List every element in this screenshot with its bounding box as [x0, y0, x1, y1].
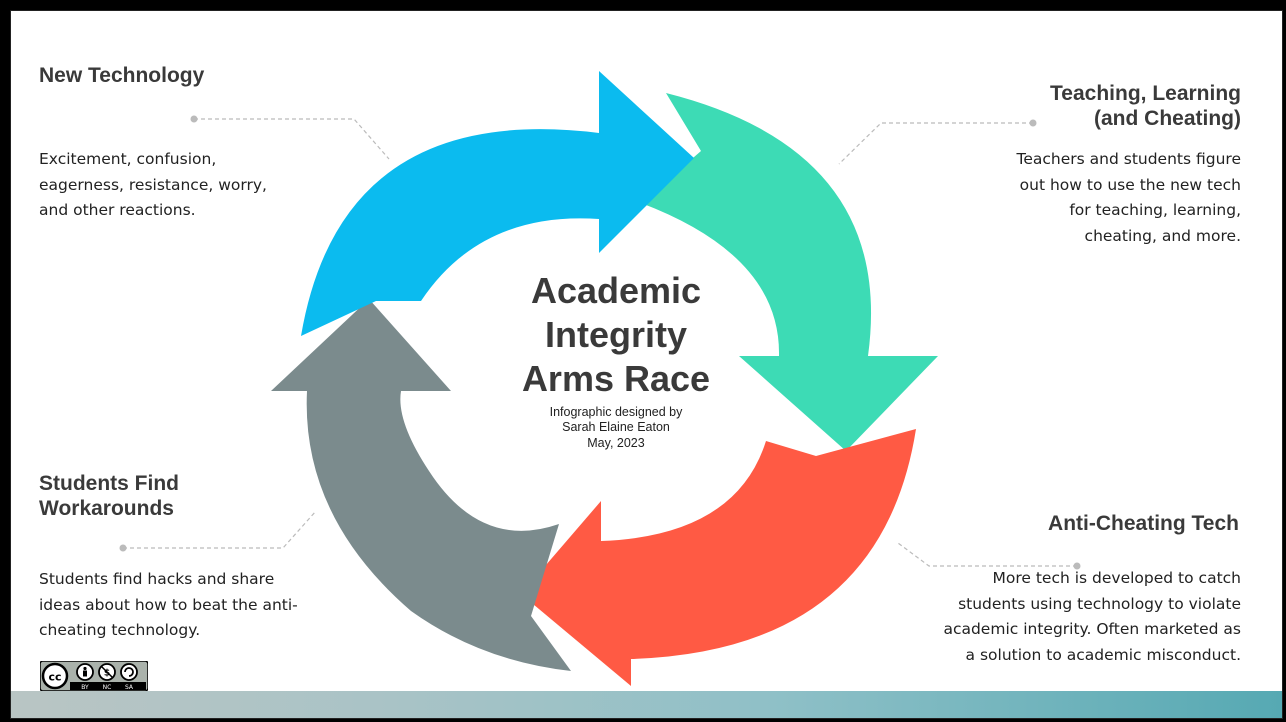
body-line: cheating, and more.: [1084, 226, 1241, 245]
body-line: Excitement, confusion,: [39, 150, 217, 168]
anti-cheating-arrow: [521, 429, 916, 686]
body-line: More tech is developed to catch: [992, 569, 1242, 587]
creative-commons-by-nc-sa-icon: cc $ BY NC SA: [40, 661, 148, 691]
title-line: Students Find: [39, 472, 179, 495]
infographic-slide: New Technology Excitement, confusion, ea…: [10, 10, 1283, 719]
svg-text:$: $: [104, 669, 110, 679]
teaching-learning-arrow: [641, 93, 938, 451]
center-credit: Infographic designed by Sarah Elaine Eat…: [466, 405, 766, 452]
credit-line: May, 2023: [587, 435, 645, 450]
new-technology-arrow: [301, 71, 694, 336]
teaching-learning-description: Teachers and students figure out how to …: [891, 147, 1241, 249]
body-line: students using technology to violate: [958, 594, 1241, 613]
body-line: ideas about how to beat the anti-: [39, 595, 298, 614]
title-line: Workarounds: [39, 497, 174, 521]
students-workarounds-title: Students Find Workarounds: [39, 471, 179, 521]
credit-line: Sarah Elaine Eaton: [562, 420, 670, 435]
center-title-line: Arms Race: [521, 357, 711, 399]
anti-cheating-title: Anti-Cheating Tech: [1048, 512, 1239, 535]
anti-cheating-description: More tech is developed to catch students…: [841, 566, 1241, 668]
svg-text:BY: BY: [81, 684, 89, 691]
students-workarounds-description: Students find hacks and share ideas abou…: [39, 567, 298, 644]
body-line: academic integrity. Often marketed as: [943, 620, 1241, 639]
workarounds-arrow: [271, 299, 571, 671]
footer-band: [11, 691, 1282, 718]
center-title-line: Integrity: [544, 313, 687, 355]
title-line: (and Cheating): [1094, 107, 1241, 131]
svg-text:SA: SA: [125, 684, 134, 691]
body-line: cheating technology.: [39, 621, 201, 640]
body-line: Teachers and students figure: [1016, 150, 1241, 168]
new-technology-description: Excitement, confusion, eagerness, resist…: [39, 147, 267, 224]
credit-line: Infographic designed by: [549, 404, 683, 419]
center-title-line: Academic: [530, 270, 702, 311]
body-line: and other reactions.: [39, 201, 196, 220]
body-line: a solution to academic misconduct.: [965, 645, 1241, 664]
teaching-learning-title: Teaching, Learning (and Cheating): [891, 81, 1241, 131]
body-line: eagerness, resistance, worry,: [39, 175, 267, 194]
center-label: Academic Integrity Arms Race Infographic…: [466, 269, 766, 452]
center-title: Academic Integrity Arms Race: [466, 269, 766, 401]
title-line: Teaching, Learning: [1050, 82, 1241, 105]
svg-text:cc: cc: [48, 671, 61, 684]
svg-text:NC: NC: [103, 684, 112, 691]
body-line: for teaching, learning,: [1069, 201, 1241, 220]
cycle-diagram: [271, 71, 938, 686]
body-line: out how to use the new tech: [1019, 175, 1241, 194]
new-technology-title: New Technology: [39, 64, 205, 87]
body-line: Students find hacks and share: [39, 570, 275, 588]
